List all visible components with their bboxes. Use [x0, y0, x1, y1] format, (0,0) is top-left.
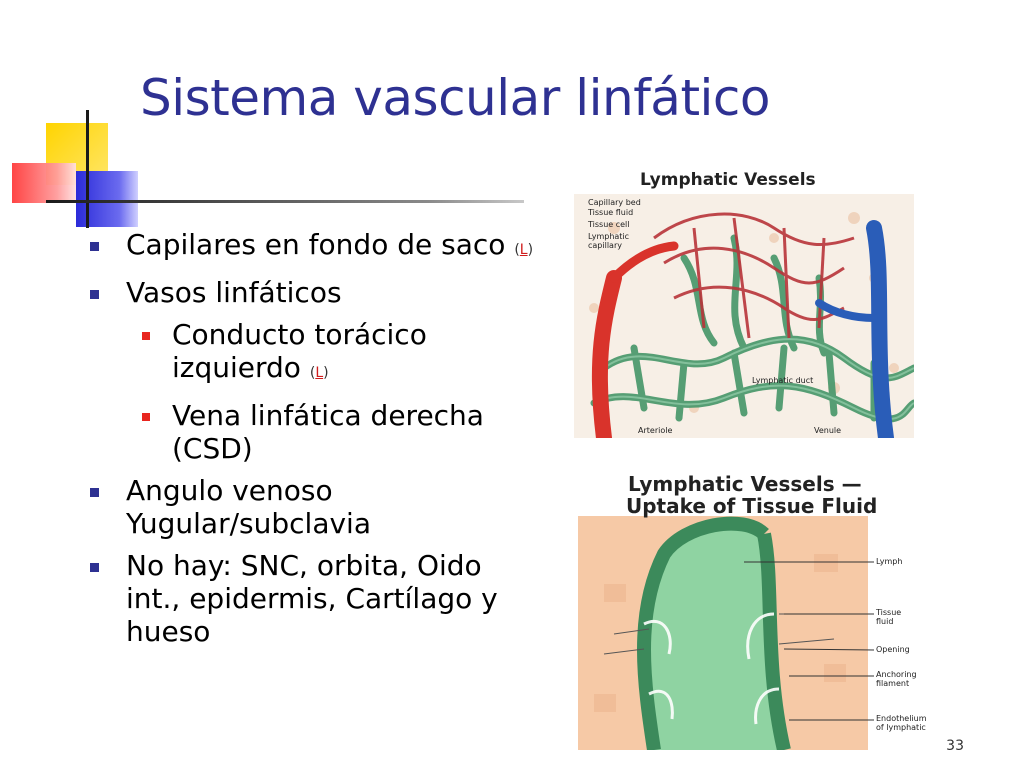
list-item: Vasos linfáticos [86, 276, 536, 309]
list-item-text: Capilares en fondo de saco [126, 228, 506, 261]
bullet-list: Capilares en fondo de saco (L) Vasos lin… [86, 228, 536, 657]
list-item: No hay: SNC, orbita, Oido int., epidermi… [86, 549, 536, 648]
label-arteriole: Arteriole [638, 426, 673, 435]
label-lymphatic-duct: Lymphatic duct [752, 376, 814, 385]
label-venule: Venule [814, 426, 842, 435]
list-item: Capilares en fondo de saco (L) [86, 228, 536, 267]
bullet-square-icon [90, 290, 99, 299]
title-underline [46, 200, 524, 203]
label-line: of lymphatic [876, 723, 926, 732]
label-line: fluid [876, 617, 894, 626]
label-line: Tissue [876, 608, 902, 617]
reference-link[interactable]: L [519, 242, 528, 258]
label-line: capillary [588, 241, 622, 250]
tissue-fluid-uptake-illustration: Lymphatic Vessels — Uptake of Tissue Flu… [574, 464, 972, 750]
lymphatic-uptake-drawing [578, 516, 875, 750]
link-paren-close: ) [323, 365, 329, 381]
figure1-title: Lymphatic Vessels [640, 170, 816, 190]
sub-list-item: Conducto torácico izquierdo (L) [86, 318, 536, 390]
list-item: Angulo venoso Yugular/subclavia [86, 474, 536, 540]
decorative-red-square [12, 163, 76, 203]
label-lymph: Lymph [876, 557, 903, 566]
bullet-square-icon [142, 413, 150, 421]
label-opening: Opening [876, 645, 910, 654]
reference-link-wrapper: (L) [514, 242, 533, 258]
list-item-text: Vasos linfáticos [126, 276, 342, 309]
bullet-square-icon [142, 332, 150, 340]
list-item-text: Angulo venoso Yugular/subclavia [126, 474, 371, 540]
label-line: Endothelium [876, 714, 927, 723]
bullet-square-icon [90, 242, 99, 251]
label-capillary-bed: Capillary bed [588, 198, 641, 207]
sub-list-item: Vena linfática derecha (CSD) [86, 399, 536, 465]
label-line: Anchoring [876, 670, 917, 679]
list-item-text: Vena linfática derecha (CSD) [172, 399, 484, 465]
page-number: 33 [946, 738, 964, 754]
figure2-title-line1: Lymphatic Vessels — [628, 472, 862, 496]
label-tissue-cell: Tissue cell [588, 220, 630, 229]
label-line: Lymphatic [588, 232, 630, 241]
list-item-text: Conducto torácico izquierdo [172, 318, 427, 384]
decorative-vertical-line [86, 110, 89, 228]
link-paren-close: ) [527, 242, 534, 258]
list-item-text: No hay: SNC, orbita, Oido int., epidermi… [126, 549, 498, 648]
bullet-square-icon [90, 488, 99, 497]
lymphatic-network-drawing [574, 194, 914, 438]
bullet-square-icon [90, 563, 99, 572]
label-line: filament [876, 679, 910, 688]
reference-link[interactable]: L [315, 365, 324, 381]
link-paren-open: ( [514, 242, 520, 258]
lymphatic-vessels-illustration: Lymphatic Vessels Capillary bed Tissue f… [574, 168, 914, 438]
slide-title: Sistema vascular linfático [140, 69, 771, 127]
reference-link-wrapper: (L) [310, 365, 329, 381]
figure2-title-line2: Uptake of Tissue Fluid [626, 494, 878, 518]
link-paren-open: ( [309, 365, 316, 381]
label-tissue-fluid: Tissue fluid [588, 208, 634, 217]
